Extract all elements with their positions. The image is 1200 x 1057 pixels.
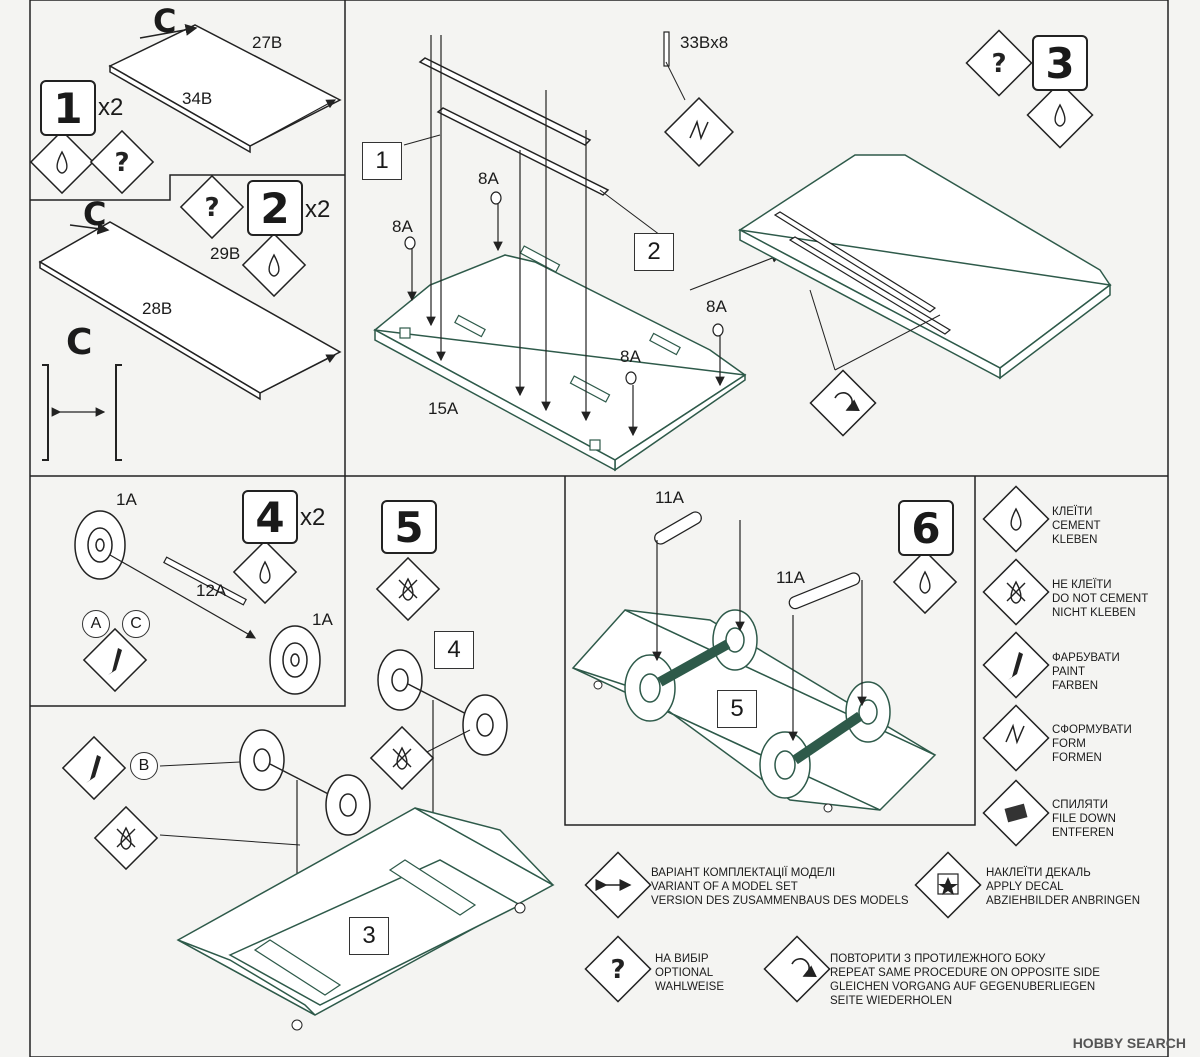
step-6-box: 6 — [898, 500, 954, 556]
hull-rails-mounted — [773, 211, 952, 335]
wheelset-lower — [239, 729, 371, 836]
svg-text:?: ? — [610, 955, 625, 985]
step-2-multiplier: x2 — [305, 196, 331, 223]
hull-slots — [399, 245, 681, 451]
callout-step-5: 5 — [717, 690, 757, 728]
form-icon — [689, 119, 1025, 745]
variant-c: C — [122, 610, 150, 638]
part-label-11a-2: 11A — [776, 568, 805, 587]
repeat-icon — [791, 392, 860, 977]
no-cement-icon — [116, 577, 1026, 850]
part-label-15a: 15A — [428, 399, 459, 418]
part-label-33b: 33Bx8 — [680, 33, 729, 52]
hull-assembled — [737, 154, 1112, 380]
rail-part-1 — [418, 57, 610, 196]
part-label-34b: 34B — [182, 89, 213, 108]
file-down-icon — [1004, 803, 1028, 823]
apply-decal-icon — [937, 873, 959, 895]
paint-brush-icon — [86, 648, 1023, 783]
hull-step5-saddles — [253, 859, 477, 996]
wheel-1a-right — [269, 625, 321, 695]
callout-rail-1: 1 — [362, 142, 402, 180]
part-label-12a: 12A — [196, 581, 227, 600]
part-label-8a-2: 8A — [392, 217, 413, 236]
step-5-box: 5 — [381, 500, 437, 554]
svg-text:?: ? — [204, 193, 219, 223]
c-mark-2: C — [83, 195, 107, 233]
variant-a: A — [82, 610, 110, 638]
part-label-27b: 27B — [252, 33, 283, 52]
step-4-multiplier: x2 — [300, 504, 326, 531]
step-3-box: 3 — [1032, 35, 1088, 91]
part-label-8a-4: 8A — [620, 347, 641, 366]
part-label-29b: 29B — [210, 244, 241, 263]
step-1-box: 1 — [40, 80, 96, 136]
bracket-8a-group — [404, 191, 724, 385]
c-mark-1: C — [153, 2, 177, 40]
svg-text:?: ? — [114, 148, 129, 178]
c-detail-brackets — [42, 364, 122, 461]
assembly-arrows — [407, 35, 725, 437]
wheel-6-front-right — [712, 609, 758, 671]
hull-step5 — [176, 807, 555, 1016]
part-label-11a-1: 11A — [655, 488, 684, 507]
wheel-6-front-left — [624, 654, 676, 722]
wheel-6-rear-left — [759, 731, 811, 799]
part-label-28b: 28B — [142, 299, 173, 318]
c-mark-3: C — [66, 322, 93, 363]
callout-rail-2: 2 — [634, 233, 674, 271]
wheelset-upper — [377, 649, 508, 756]
cement-drop-icon — [56, 103, 1066, 594]
plate-34b — [108, 24, 342, 154]
step-2-box: 2 — [247, 180, 303, 236]
wheel-1a-left — [74, 510, 126, 580]
hull-15a — [373, 254, 747, 472]
part-label-1a-right: 1A — [312, 610, 333, 629]
hobby-search-watermark: HOBBY SEARCH — [1072, 1035, 1186, 1051]
plate-28b — [38, 221, 342, 401]
optional-icon: ? ? ? ? — [114, 49, 1006, 985]
callout-step-3: 3 — [349, 917, 389, 955]
callout-step-4: 4 — [434, 631, 474, 669]
svg-text:?: ? — [991, 49, 1006, 79]
step-4-box: 4 — [242, 490, 298, 544]
panel-borders — [29, 0, 1169, 1057]
part-label-8a-1: 8A — [478, 169, 499, 188]
wheel-6-rear-right — [845, 681, 891, 743]
part-label-1a-left: 1A — [116, 490, 137, 509]
step-1-multiplier: x2 — [98, 94, 124, 121]
part-label-8a-3: 8A — [706, 297, 727, 316]
variant-b: B — [130, 752, 158, 780]
